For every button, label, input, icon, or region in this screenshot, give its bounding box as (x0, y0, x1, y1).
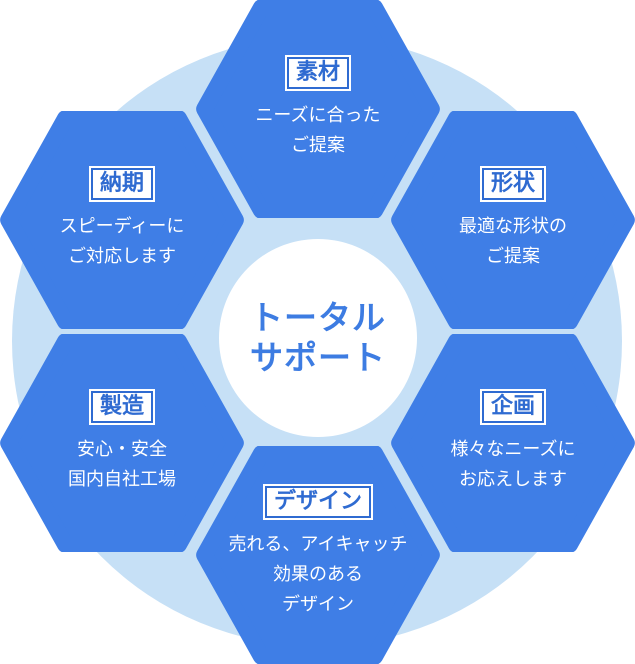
hexagon-title: 素材 (284, 55, 352, 91)
hexagon-desc-line: 最適な形状の (459, 216, 567, 237)
hexagon-design: デザイン 売れる、アイキャッチ 効果のある デザイン (196, 446, 440, 664)
hexagon-desc-line: お応えします (459, 469, 567, 490)
hexagon-desc-line: 安心・安全 (77, 439, 167, 460)
hexagon-title: デザイン (262, 484, 374, 520)
hexagon-desc-line: ご提案 (291, 135, 345, 156)
hexagon-shape (196, 0, 440, 218)
hexagon-desc-line: 効果のある (273, 564, 363, 585)
hexagon-seizo: 製造 安心・安全 国内自社工場 (0, 334, 244, 552)
hexagon-desc-line: 国内自社工場 (68, 469, 176, 490)
hexagon-shape (391, 111, 635, 329)
hexagon-desc-line: ニーズに合った (255, 105, 381, 126)
hexagon-kikaku: 企画 様々なニーズに お応えします (391, 334, 635, 552)
hexagon-title: 納期 (88, 166, 156, 202)
hexagon-sozai: 素材 ニーズに合った ご提案 (196, 0, 440, 218)
hexagon-desc-line: 様々なニーズに (450, 439, 576, 460)
hexagon-title: 企画 (479, 389, 547, 425)
hexagon-shape (391, 334, 635, 552)
hexagon-desc-line: ご提案 (486, 246, 540, 267)
hexagon-nouki: 納期 スピーディーに ご対応します (0, 111, 244, 329)
center-circle: トータル サポート (219, 239, 417, 437)
center-line-1: トータル (250, 298, 386, 337)
hexagon-desc-line: スピーディーに (59, 216, 185, 237)
hexagon-keijo: 形状 最適な形状の ご提案 (391, 111, 635, 329)
hexagon-title: 製造 (88, 389, 156, 425)
hexagon-desc-line: デザイン (282, 594, 354, 615)
hexagon-shape (196, 446, 440, 664)
hexagon-title: 形状 (479, 166, 547, 202)
hexagon-shape (0, 111, 244, 329)
center-line-2: サポート (250, 338, 386, 377)
hexagon-desc-line: ご対応します (68, 246, 176, 267)
hexagon-desc-line: 売れる、アイキャッチ (228, 534, 408, 555)
hexagon-shape (0, 334, 244, 552)
